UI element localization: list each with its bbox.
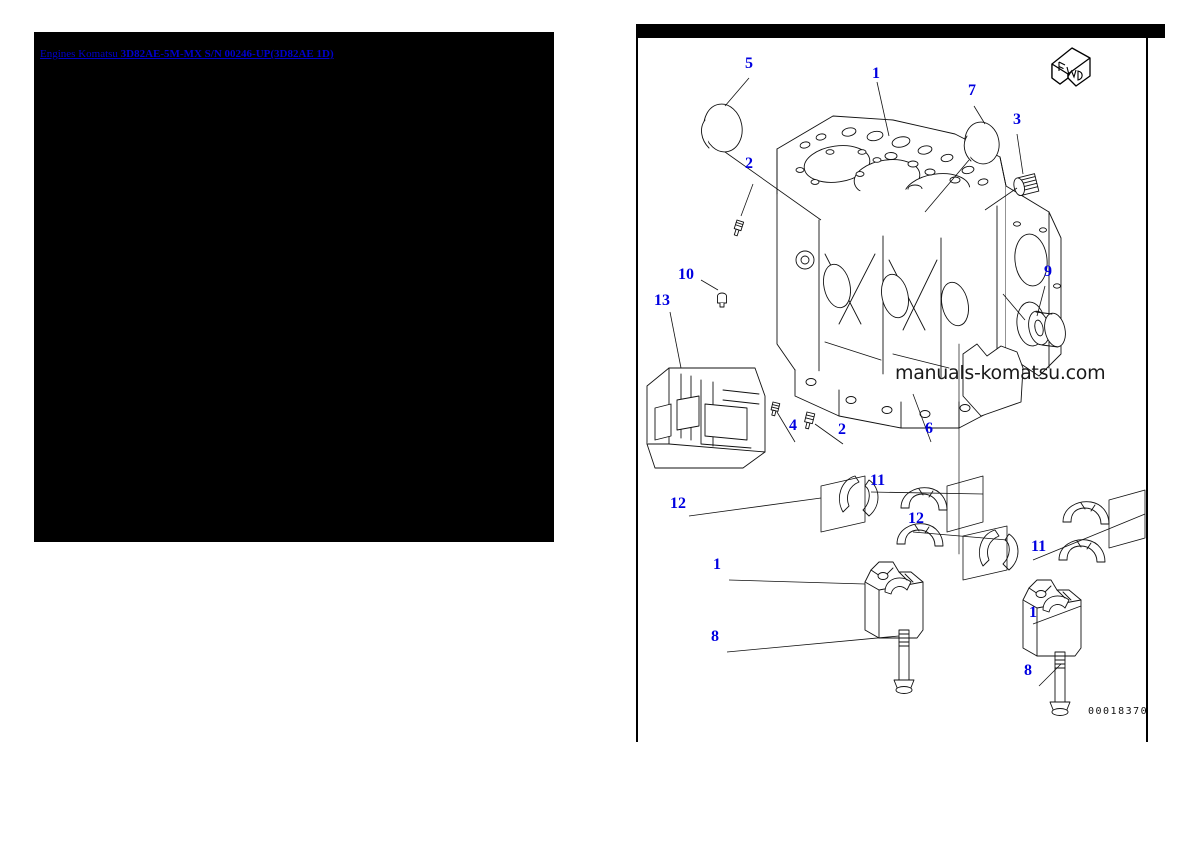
callout-8-left: 8: [711, 628, 719, 645]
diagram-panel: manuals-komatsu.com 00018370 5 1 7 3 2 1…: [625, 24, 1165, 744]
fwd-arrow-icon: [1051, 47, 1091, 87]
cylinder-block-drawing: [646, 77, 1146, 716]
left-content-panel: Engines Komatsu 3D82AE-5M-MX S/N 00246-U…: [34, 32, 554, 542]
breadcrumb-link-prefix: Engines Komatsu: [40, 48, 121, 60]
diagram-top-bar: [636, 24, 1165, 38]
diagram-frame-left: [636, 38, 638, 742]
callout-1-rightcap: 1: [1029, 604, 1037, 621]
watermark-text: manuals-komatsu.com: [895, 362, 1106, 384]
callout-5: 5: [745, 55, 753, 72]
callout-12-left: 12: [670, 495, 686, 512]
callout-11-upper: 11: [870, 472, 886, 489]
callout-9: 9: [1044, 263, 1052, 280]
breadcrumb-link[interactable]: Engines Komatsu 3D82AE-5M-MX S/N 00246-U…: [40, 48, 334, 60]
callout-11-right: 11: [1031, 538, 1047, 555]
callout-13: 13: [654, 292, 670, 309]
callout-8-right: 8: [1024, 662, 1032, 679]
sheet-code-label: 00018370: [1088, 706, 1149, 717]
breadcrumb-link-model: 3D82AE-5M-MX S/N 00246-UP(3D82AE 1D): [120, 48, 334, 60]
callout-1-top: 1: [872, 65, 880, 82]
callout-2-upper: 2: [745, 155, 753, 172]
callout-12-mid: 12: [908, 510, 924, 527]
callout-4: 4: [789, 417, 797, 434]
callout-2-lower: 2: [838, 421, 846, 438]
callout-6: 6: [925, 420, 933, 437]
callout-1-leftcap: 1: [713, 556, 721, 573]
diagram-frame-right: [1146, 38, 1148, 742]
callout-3: 3: [1013, 111, 1021, 128]
callout-7: 7: [968, 82, 976, 99]
callout-10: 10: [678, 266, 694, 283]
